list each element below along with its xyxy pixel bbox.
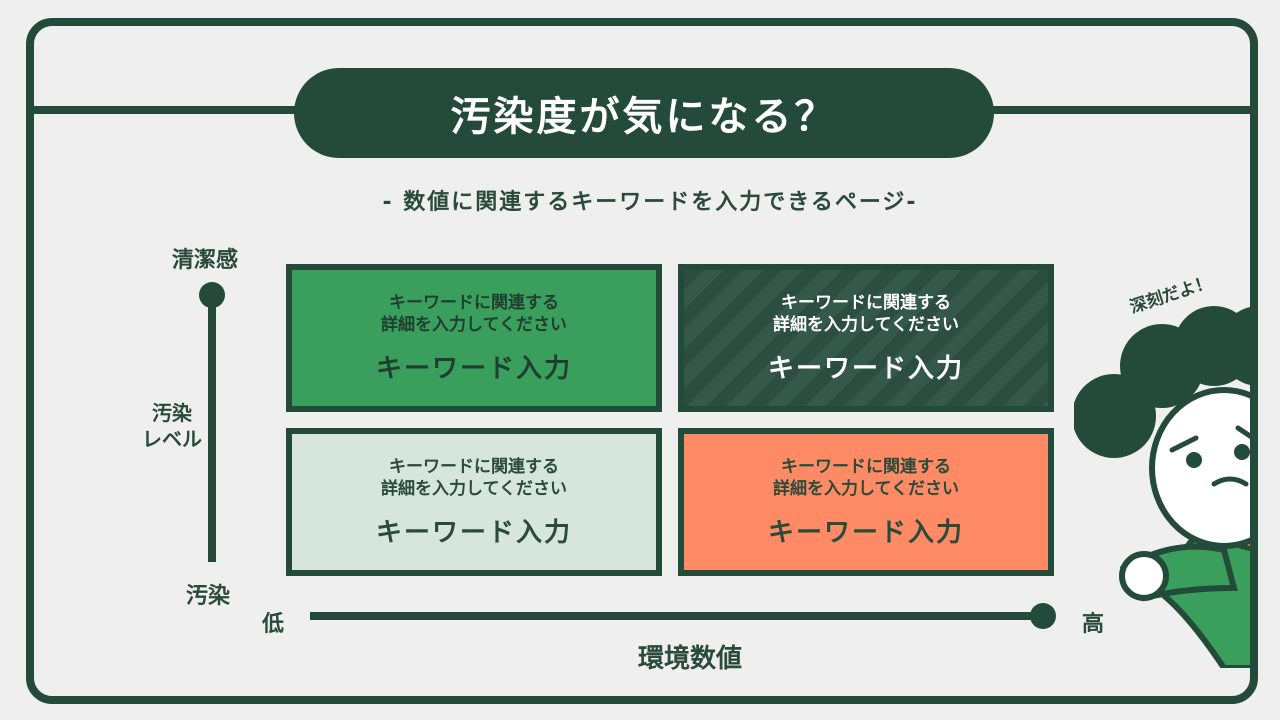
y-axis-bottom-label: 汚染 [186, 584, 231, 609]
x-axis-high-label: 高 [1082, 612, 1105, 637]
quadrant-description: キーワードに関連する 詳細を入力してください [773, 292, 959, 336]
y-axis-title-line1: 汚染 [152, 401, 192, 425]
quadrant-description: キーワードに関連する 詳細を入力してください [381, 292, 567, 336]
quadrant-description-line2: 詳細を入力してください [381, 478, 567, 499]
slide-frame: 汚染度が気になる？ - 数値に関連するキーワードを入力できるページ- 清潔感 汚… [26, 18, 1258, 704]
quadrant-description-line2: 詳細を入力してください [381, 314, 567, 335]
quadrant-bottom-left[interactable]: キーワードに関連する 詳細を入力してください キーワード入力 [286, 428, 662, 576]
quadrant-keyword: キーワード入力 [375, 353, 572, 384]
quadrant-description-line1: キーワードに関連する [388, 456, 559, 477]
page-subtitle: - 数値に関連するキーワードを入力できるページ- [382, 190, 918, 215]
quadrant-keyword: キーワード入力 [767, 517, 964, 548]
x-axis-endpoint [1030, 603, 1056, 629]
quadrant-description-line1: キーワードに関連する [388, 292, 559, 313]
quadrant-bottom-right[interactable]: キーワードに関連する 詳細を入力してください キーワード入力 [678, 428, 1054, 576]
page-title: 汚染度が気になる？ [450, 94, 838, 140]
y-axis-title: 汚染 レベル [132, 400, 212, 452]
quadrant-top-right[interactable]: キーワードに関連する 詳細を入力してください キーワード入力 [678, 264, 1054, 412]
x-axis-low-label: 低 [262, 612, 285, 637]
y-axis-title-line2: レベル [142, 427, 202, 451]
quadrant-keyword: キーワード入力 [375, 517, 572, 548]
y-axis-endpoint [199, 282, 225, 308]
quadrant-description-line2: 詳細を入力してください [773, 314, 959, 335]
quadrant-description-line2: 詳細を入力してください [773, 478, 959, 499]
y-axis-line [208, 290, 216, 562]
quadrant-keyword: キーワード入力 [767, 353, 964, 384]
quadrant-description: キーワードに関連する 詳細を入力してください [381, 456, 567, 500]
quadrant-description-line1: キーワードに関連する [780, 292, 951, 313]
x-axis-title: 環境数値 [637, 644, 742, 674]
quadrant-description: キーワードに関連する 詳細を入力してください [773, 456, 959, 500]
quadrant-description-line1: キーワードに関連する [780, 456, 951, 477]
title-banner: 汚染度が気になる？ [294, 68, 994, 158]
quadrant-top-left[interactable]: キーワードに関連する 詳細を入力してください キーワード入力 [286, 264, 662, 412]
x-axis-line [310, 612, 1040, 620]
y-axis-top-label: 清潔感 [172, 248, 239, 273]
worried-character-icon [1074, 306, 1250, 668]
